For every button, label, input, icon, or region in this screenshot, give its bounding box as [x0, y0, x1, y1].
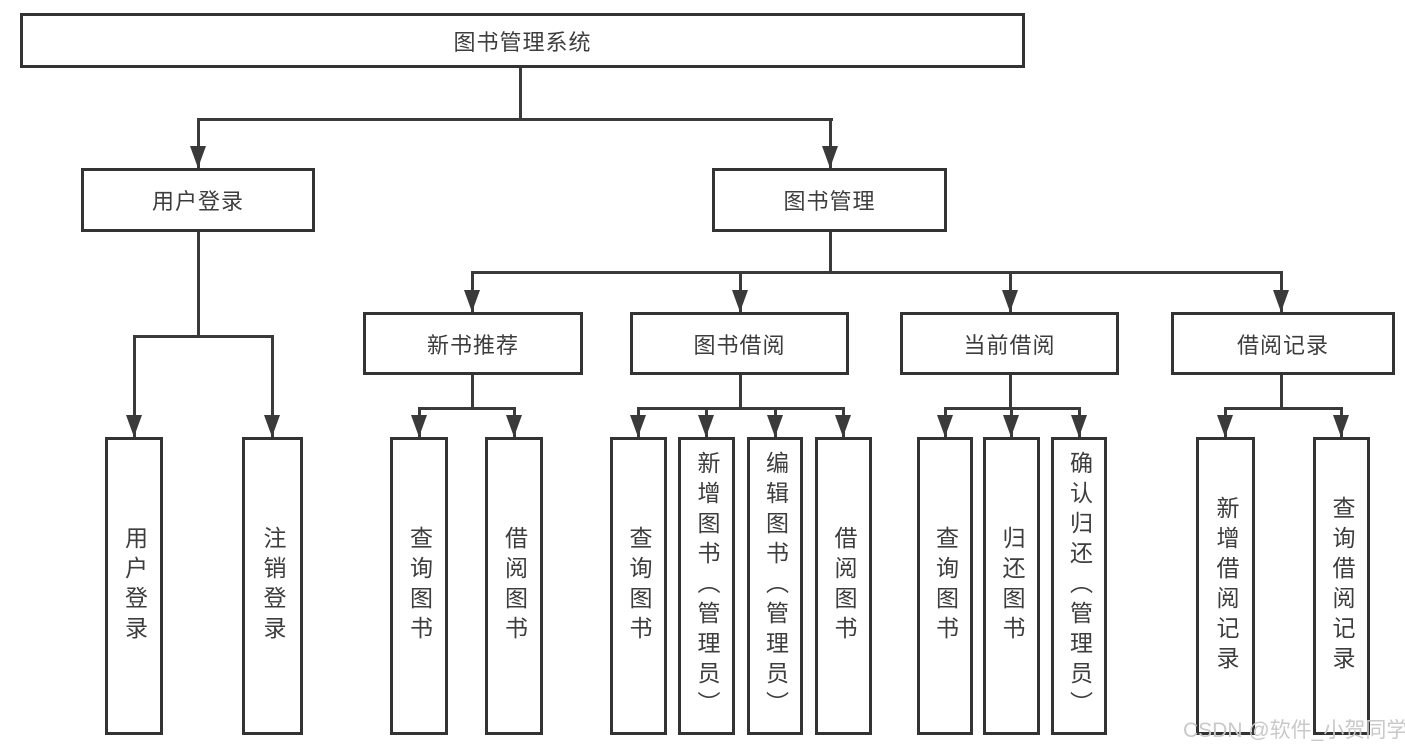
leaf-label: 确认归还（管理员） [1066, 451, 1093, 721]
leaf-add-borrow-record: 新增借阅记录 [1196, 437, 1255, 735]
node-book-borrowing: 图书借阅 [630, 312, 849, 375]
node-label: 图书管理 [783, 189, 876, 214]
leaf-user-login: 用户登录 [105, 437, 163, 735]
node-book-management: 图书管理 [712, 168, 947, 232]
connector-line [471, 271, 1283, 274]
connector-line [637, 407, 845, 410]
leaf-label: 用户登录 [121, 526, 148, 646]
leaf-confirm-return-admin: 确认归还（管理员） [1051, 437, 1107, 735]
connector-line [471, 375, 474, 407]
node-label: 借阅记录 [1236, 332, 1329, 358]
connector-line [133, 335, 136, 437]
arrowhead-down-icon [835, 415, 851, 437]
node-label: 图书借阅 [693, 332, 786, 358]
node-borrowing-records: 借阅记录 [1171, 312, 1395, 375]
arrowhead-down-icon [1273, 290, 1289, 312]
connector-line [1280, 375, 1283, 407]
leaf-borrow-books-recommend: 借阅图书 [485, 437, 543, 735]
leaf-label: 编辑图书（管理员） [762, 451, 789, 721]
arrowhead-down-icon [767, 415, 783, 437]
connector-line [197, 118, 200, 168]
arrowhead-down-icon [506, 415, 522, 437]
connector-line [271, 335, 274, 437]
connector-line [133, 335, 274, 338]
connector-line [418, 407, 516, 410]
node-label: 新书推荐 [426, 332, 519, 358]
leaf-label: 查询图书 [932, 526, 959, 646]
leaf-label: 借阅图书 [501, 526, 528, 646]
leaf-add-books-admin: 新增图书（管理员） [678, 437, 735, 735]
leaf-label: 归还图书 [999, 526, 1025, 646]
csdn-watermark: CSDN @软件_小贺同学 [1183, 719, 1405, 742]
arrowhead-down-icon [126, 415, 142, 437]
connector-line [519, 68, 522, 118]
leaf-query-books-borrowing: 查询图书 [610, 437, 667, 735]
arrowhead-down-icon [1217, 415, 1233, 437]
node-label: 当前借阅 [963, 332, 1056, 358]
node-label: 用户登录 [151, 189, 244, 214]
arrowhead-down-icon [1003, 415, 1019, 437]
leaf-logout: 注销登录 [242, 437, 303, 735]
leaf-query-books-current: 查询图书 [917, 437, 973, 735]
connector-line [197, 118, 833, 121]
node-library-management-system: 图书管理系统 [20, 13, 1025, 68]
arrowhead-down-icon [630, 415, 646, 437]
leaf-label: 新增图书（管理员） [694, 451, 720, 721]
arrowhead-down-icon [1071, 415, 1087, 437]
arrowhead-down-icon [1002, 290, 1018, 312]
node-user-login: 用户登录 [81, 168, 315, 232]
leaf-query-books-recommend: 查询图书 [390, 437, 448, 735]
arrowhead-down-icon [264, 415, 280, 437]
connector-line [1009, 375, 1012, 407]
arrowhead-down-icon [822, 146, 838, 168]
leaf-label: 新增借阅记录 [1213, 496, 1239, 676]
arrowhead-down-icon [411, 415, 427, 437]
leaf-return-books: 归还图书 [983, 437, 1040, 735]
connector-line [197, 232, 200, 335]
arrowhead-down-icon [698, 415, 714, 437]
leaf-edit-books-admin: 编辑图书（管理员） [747, 437, 803, 735]
leaf-query-borrow-record: 查询借阅记录 [1313, 437, 1370, 735]
leaf-borrow-books: 借阅图书 [815, 437, 872, 735]
leaf-label: 注销登录 [260, 526, 286, 646]
arrowhead-down-icon [732, 290, 748, 312]
node-label: 图书管理系统 [453, 29, 592, 55]
leaf-label: 查询图书 [626, 526, 652, 646]
connector-line [829, 232, 832, 271]
node-current-borrowing: 当前借阅 [900, 312, 1119, 375]
arrowhead-down-icon [937, 415, 953, 437]
node-new-book-recommendation: 新书推荐 [363, 312, 583, 375]
connector-line [829, 118, 832, 168]
connector-line [739, 375, 742, 407]
arrowhead-down-icon [464, 290, 480, 312]
leaf-label: 查询借阅记录 [1329, 496, 1355, 676]
connector-line [1224, 407, 1343, 410]
leaf-label: 借阅图书 [831, 526, 857, 646]
leaf-label: 查询图书 [406, 526, 433, 646]
arrowhead-down-icon [190, 146, 206, 168]
arrowhead-down-icon [1333, 415, 1349, 437]
